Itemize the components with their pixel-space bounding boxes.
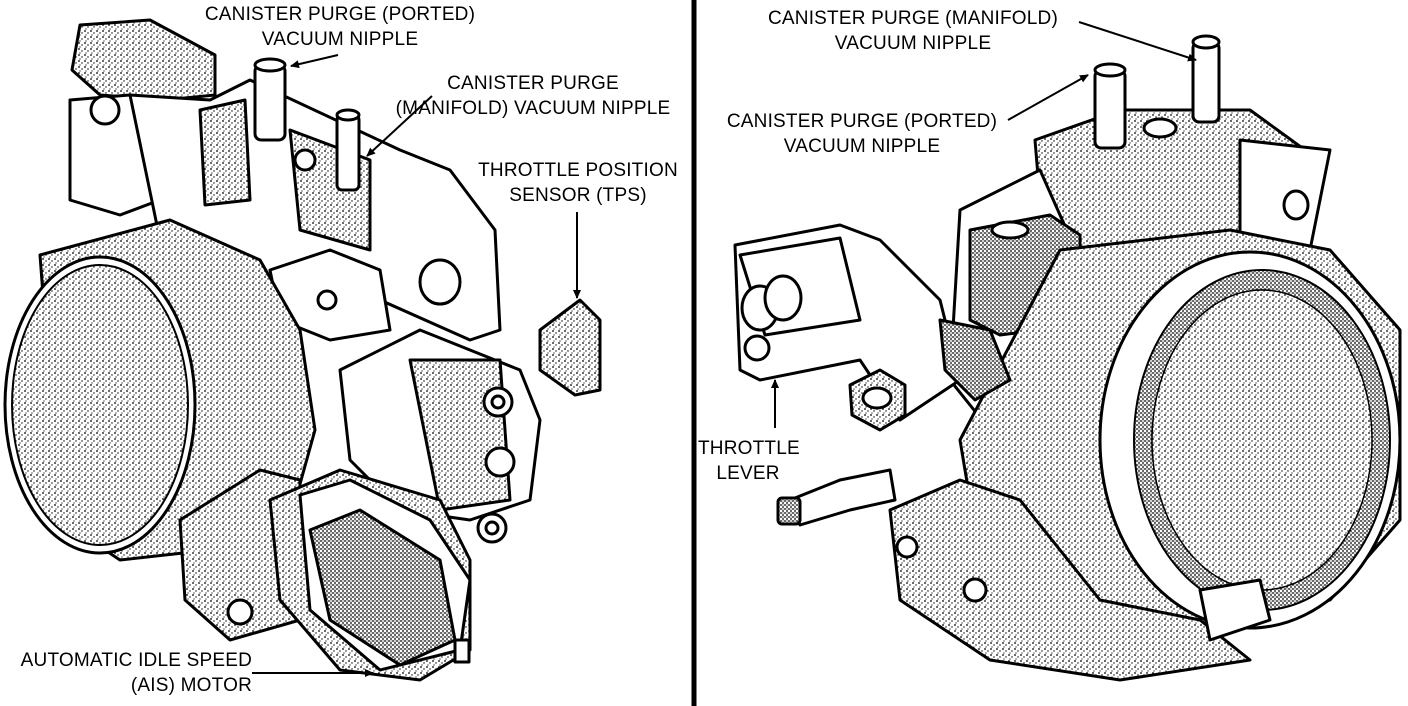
label-left-ais: AUTOMATIC IDLE SPEED (AIS) MOTOR bbox=[0, 648, 252, 698]
label-line: (MANIFOLD) VACUUM NIPPLE bbox=[395, 98, 671, 119]
label-left-tps: THROTTLE POSITION SENSOR (TPS) bbox=[466, 158, 690, 208]
left-leader-lines bbox=[252, 54, 581, 677]
label-line: CANISTER PURGE (MANIFOLD) bbox=[767, 8, 1059, 29]
right-throttle-body bbox=[733, 34, 1402, 682]
label-line: VACUUM NIPPLE bbox=[261, 29, 419, 50]
right-leader-lines bbox=[771, 21, 1197, 428]
label-right-manifold-nipple: CANISTER PURGE (MANIFOLD) VACUUM NIPPLE bbox=[748, 6, 1078, 56]
label-right-throttle-lever: THROTTLE LEVER bbox=[698, 436, 800, 486]
label-left-ported-nipple: CANISTER PURGE (PORTED) VACUUM NIPPLE bbox=[160, 2, 520, 52]
label-line: CANISTER PURGE (PORTED) bbox=[204, 4, 476, 25]
left-throttle-body bbox=[3, 18, 602, 682]
label-line: CANISTER PURGE (PORTED) bbox=[726, 111, 998, 132]
label-line: CANISTER PURGE bbox=[447, 73, 619, 94]
label-line: VACUUM NIPPLE bbox=[834, 33, 992, 54]
label-left-manifold-nipple: CANISTER PURGE (MANIFOLD) VACUUM NIPPLE bbox=[378, 71, 688, 121]
label-right-ported-nipple: CANISTER PURGE (PORTED) VACUUM NIPPLE bbox=[712, 109, 1012, 159]
label-line: THROTTLE bbox=[698, 438, 800, 459]
label-line: SENSOR (TPS) bbox=[509, 185, 647, 206]
label-line: (AIS) MOTOR bbox=[130, 675, 252, 696]
label-line: AUTOMATIC IDLE SPEED bbox=[20, 650, 252, 671]
label-line: VACUUM NIPPLE bbox=[783, 136, 941, 157]
label-line: THROTTLE POSITION bbox=[478, 160, 678, 181]
label-line: LEVER bbox=[716, 463, 780, 484]
